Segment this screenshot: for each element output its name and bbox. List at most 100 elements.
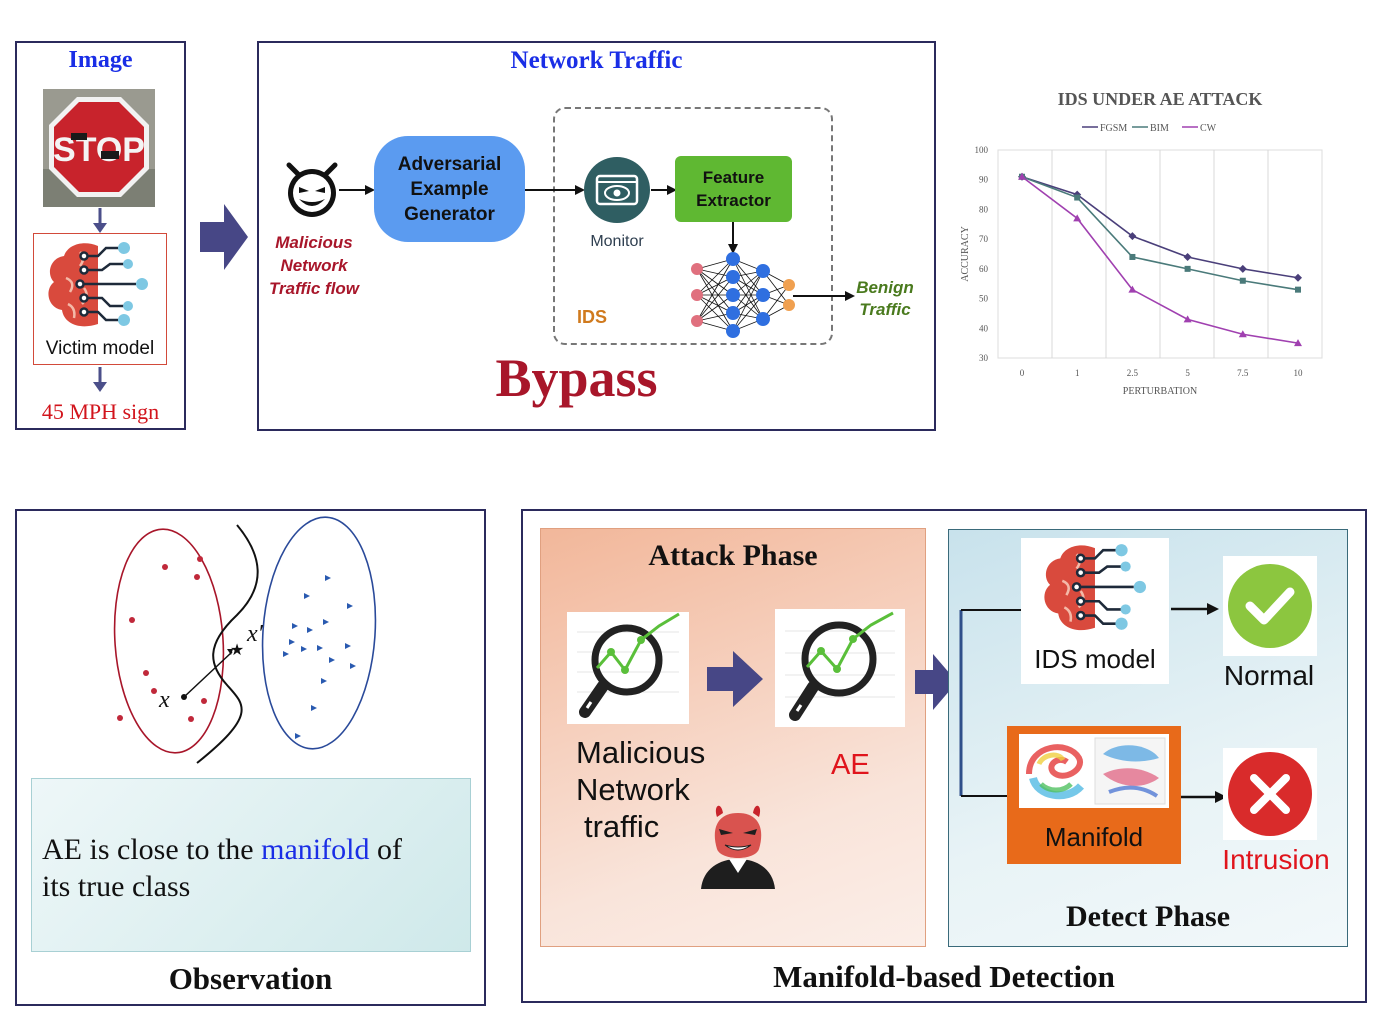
brain-network-icon: [48, 242, 148, 327]
ae-label: AE: [831, 749, 870, 781]
y-axis-label: ACCURACY: [960, 226, 971, 282]
malicious-traffic-line-2: Network: [280, 256, 348, 275]
ids-model-card: IDS model: [1021, 538, 1169, 684]
generator-line-1: Adversarial: [397, 154, 502, 175]
x-tick-label: 7.5: [1237, 368, 1249, 378]
extractor-line-1: Feature: [702, 168, 765, 187]
x-axis-label: PERTURBATION: [1123, 386, 1197, 397]
output-label: 45 MPH sign: [41, 399, 160, 424]
malicious-text-line-3: traffic: [584, 809, 660, 844]
detection-panel: Attack Phase Malicious Network: [521, 509, 1367, 1003]
victim-model-box: Victim model: [33, 233, 167, 365]
statement-prefix: AE is close to the: [42, 833, 262, 866]
arrow-to-intrusion: [1181, 791, 1227, 803]
network-traffic-panel: Network Traffic Malicious Network Traffi…: [257, 41, 936, 431]
generator-line-3: Generator: [404, 204, 495, 225]
detect-arrow-icon: [915, 654, 957, 710]
chart-title: IDS UNDER AE ATTACK: [1058, 89, 1263, 109]
image-panel: Image STOP: [15, 41, 186, 430]
legend-label-cw: CW: [1200, 123, 1217, 134]
data-point-cw: [1183, 315, 1192, 323]
data-point-cw: [1238, 330, 1247, 338]
detection-panel-title: Manifold-based Detection: [773, 959, 1115, 994]
data-point-cw: [1073, 214, 1082, 222]
data-point-fgsm: [1294, 273, 1302, 282]
devil-face-icon: [286, 162, 338, 217]
y-tick-label: 90: [979, 175, 989, 185]
observation-statement-box: AE is close to the manifold of its true …: [31, 778, 471, 952]
data-point-bim: [1295, 286, 1301, 293]
monitor-eye-icon: [584, 157, 650, 223]
victim-model-label: Victim model: [45, 338, 155, 359]
x-tick-label: 0: [1020, 368, 1025, 378]
data-point-cw: [1294, 339, 1302, 347]
intrusion-label: Intrusion: [1222, 844, 1330, 875]
x-label: x: [158, 687, 170, 713]
data-point-bim: [1239, 277, 1246, 284]
right-arrow-icon: [200, 204, 248, 270]
arrow-to-network: [728, 222, 738, 254]
legend-label-fgsm: FGSM: [1100, 123, 1127, 134]
manifold-card: Manifold: [1007, 726, 1181, 864]
malicious-traffic-text: Malicious Network traffic: [576, 734, 705, 845]
adversarial-example-icon: [775, 609, 905, 727]
y-tick-label: 100: [975, 145, 989, 155]
malicious-traffic-line-1: Malicious: [275, 233, 353, 252]
data-point-fgsm: [1238, 264, 1247, 273]
malicious-traffic-label: Malicious Network Traffic flow: [259, 231, 369, 300]
y-tick-label: 60: [979, 264, 989, 274]
ids-model-label: IDS model: [1034, 644, 1156, 674]
x-tick-label: 10: [1294, 368, 1304, 378]
observation-title: Observation: [168, 961, 333, 996]
data-point-bim: [1184, 265, 1191, 272]
benign-line-1: Benign: [856, 278, 914, 297]
image-panel-title: Image: [68, 47, 133, 73]
y-tick-label: 40: [979, 323, 989, 333]
stop-sign-text: STOP: [53, 131, 145, 169]
down-arrow-icon-2: [93, 367, 107, 392]
network-panel-title: Network Traffic: [510, 47, 683, 74]
x-tick-label: 5: [1185, 368, 1190, 378]
neural-network-icon: [691, 252, 795, 338]
feature-extractor-box: Feature Extractor: [675, 156, 792, 222]
attack-arrow-icon: [707, 651, 763, 707]
y-tick-label: 80: [979, 204, 989, 214]
monitor-label: Monitor: [590, 233, 644, 250]
traffic-analysis-icon: [567, 612, 689, 724]
statement-line-2: its true class: [42, 870, 191, 903]
attack-phase-title: Attack Phase: [648, 539, 818, 572]
extractor-line-2: Extractor: [696, 191, 771, 210]
ids-brain-icon: [1044, 544, 1147, 631]
arrow-to-generator: [339, 185, 375, 195]
ids-dashed-box: [553, 107, 833, 345]
malicious-text-line-1: Malicious: [576, 735, 706, 770]
data-point-fgsm: [1183, 252, 1192, 261]
data-point-cw: [1018, 172, 1026, 180]
bypass-label: Bypass: [495, 348, 658, 408]
manifold-scatter-icon: [1019, 734, 1169, 808]
ids-label: IDS: [577, 307, 608, 327]
statement-highlight: manifold: [261, 833, 370, 866]
series-line-fgsm: [1021, 175, 1299, 279]
detect-phase-box: IDS model Normal Manif: [948, 529, 1348, 947]
normal-label: Normal: [1223, 660, 1315, 691]
statement-suffix: of: [369, 833, 402, 866]
manifold-label: Manifold: [1044, 822, 1144, 852]
statement-line-1: AE is close to the manifold of: [42, 831, 470, 868]
cross-icon: [1223, 748, 1317, 840]
series-line-cw: [1021, 176, 1299, 344]
adversarial-generator-box: Adversarial Example Generator: [374, 136, 525, 242]
arrow-to-benign: [793, 291, 855, 301]
malicious-text-line-2: Network: [576, 772, 690, 807]
x-tick-label: 1: [1075, 368, 1080, 378]
data-point-bim: [1074, 194, 1081, 201]
manifold-illustration: ★ x x′: [113, 516, 377, 764]
x-prime-label: x′: [246, 621, 264, 647]
data-point-cw: [1128, 285, 1137, 293]
attack-phase-box: Attack Phase Malicious Network: [540, 528, 926, 947]
arrow-to-normal: [1171, 603, 1219, 615]
down-arrow-icon: [93, 208, 107, 233]
arrow-to-extractor: [651, 185, 677, 195]
